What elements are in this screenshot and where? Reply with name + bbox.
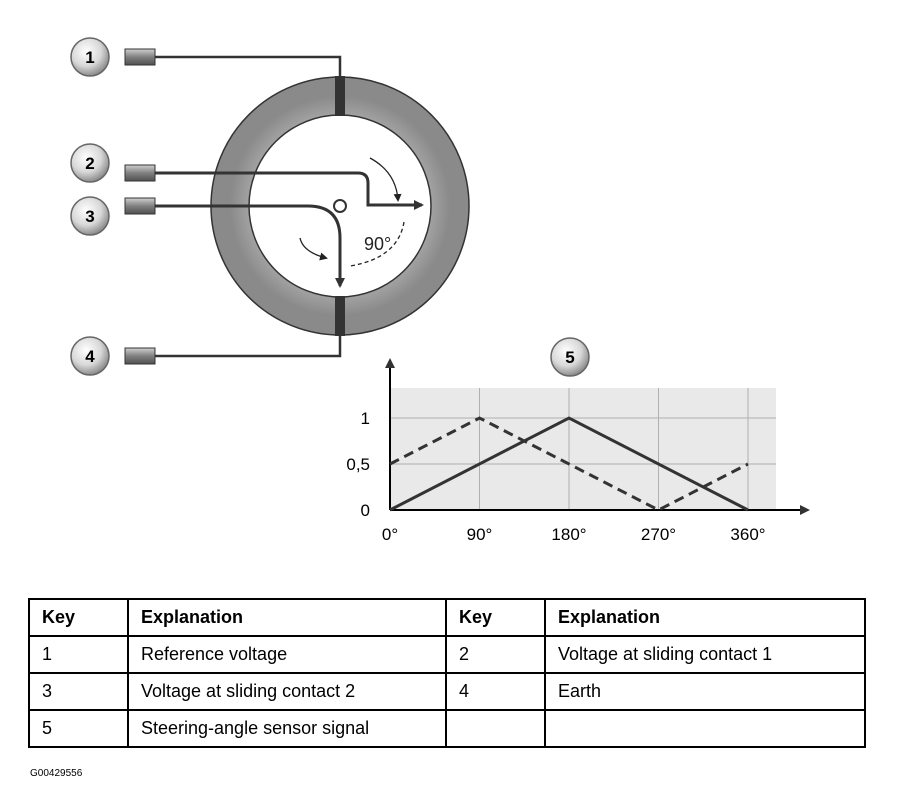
angle-label: 90°	[364, 234, 391, 254]
top-contact	[335, 76, 345, 116]
callout-2: 2	[70, 143, 110, 183]
connector-3	[124, 197, 345, 288]
figure-code: G00429556	[30, 768, 83, 779]
connector-4	[124, 334, 342, 365]
x-tick-label: 0°	[382, 525, 398, 544]
column-header: Key	[445, 598, 546, 637]
bottom-contact	[335, 296, 345, 336]
table-cell	[445, 709, 546, 748]
table-cell: Voltage at sliding contact 1	[544, 635, 866, 674]
callout-5: 5	[550, 337, 590, 377]
svg-text:3: 3	[85, 207, 94, 226]
table-header-row: Key Explanation Key Explanation	[28, 598, 866, 637]
rotation-arrow-upper	[369, 157, 402, 202]
table-cell	[544, 709, 866, 748]
connector-2	[124, 164, 424, 210]
table-cell: 3	[28, 672, 129, 711]
table-row: 1 Reference voltage 2 Voltage at sliding…	[28, 635, 866, 674]
signal-chart: 0° 90° 180° 270° 360° 0 0,5 1	[346, 358, 810, 544]
callout-1: 1	[70, 37, 110, 77]
table-cell: Earth	[544, 672, 866, 711]
svg-text:2: 2	[85, 154, 94, 173]
y-tick-label: 1	[361, 409, 370, 428]
x-tick-label: 90°	[467, 525, 493, 544]
table-row: 5 Steering-angle sensor signal	[28, 709, 866, 748]
svg-text:5: 5	[565, 348, 574, 367]
svg-text:1: 1	[85, 48, 94, 67]
y-tick-label: 0	[361, 501, 370, 520]
table-cell: Reference voltage	[127, 635, 447, 674]
plot-area	[390, 388, 776, 510]
callout-3: 3	[70, 196, 110, 236]
svg-text:4: 4	[85, 347, 95, 366]
table-cell: Voltage at sliding contact 2	[127, 672, 447, 711]
column-header: Explanation	[544, 598, 866, 637]
rotation-arrow-lower	[299, 237, 328, 261]
table-cell: Steering-angle sensor signal	[127, 709, 447, 748]
callout-4: 4	[70, 336, 110, 376]
connector-1	[124, 48, 342, 78]
key-table: Key Explanation Key Explanation 1 Refere…	[28, 598, 866, 748]
series-dashed-line	[389, 416, 749, 512]
x-tick-label: 360°	[730, 525, 765, 544]
x-tick-label: 180°	[551, 525, 586, 544]
column-header: Explanation	[127, 598, 447, 637]
angle-arc	[349, 221, 405, 267]
table-cell: 4	[445, 672, 546, 711]
sensor-diagram: 90° 1 2 3 4 5 0° 90° 180° 270° 360° 0 0,5 1	[70, 37, 810, 544]
pivot-point	[333, 199, 347, 213]
series-solid-line	[389, 416, 749, 512]
table-row: 3 Voltage at sliding contact 2 4 Earth	[28, 672, 866, 711]
x-tick-label: 270°	[641, 525, 676, 544]
table-cell: 1	[28, 635, 129, 674]
y-tick-label: 0,5	[346, 455, 370, 474]
table-cell: 2	[445, 635, 546, 674]
column-header: Key	[28, 598, 129, 637]
table-cell: 5	[28, 709, 129, 748]
